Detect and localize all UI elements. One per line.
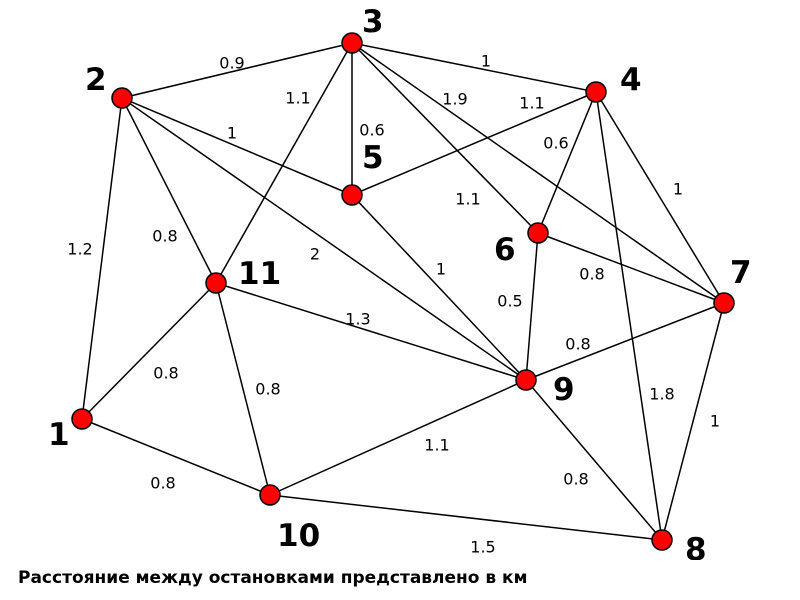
edge-weight-2-5: 1 (227, 124, 237, 143)
edge-4-7 (595, 91, 725, 304)
edge-6-7 (537, 232, 725, 304)
edge-weight-2-9: 2 (310, 245, 320, 264)
edge-9-8 (525, 379, 663, 541)
edge-4-6 (537, 91, 597, 234)
route-graph: 0.9 1 1.2 1 0.8 2 1.1 0.6 1.9 1.1 1.1 0.6 1 1.8 1 0.8 0.… (48, 4, 752, 560)
edge-7-8 (661, 302, 725, 541)
edge-11-10 (215, 282, 271, 496)
node-label-9: 9 (553, 372, 575, 408)
edge-weights-layer: 0.9 1 1.2 1 0.8 2 1.1 0.6 1.9 1.1 1.1 0.6 1 1.8 1 0.8 0.… (67, 52, 720, 557)
node-11 (205, 272, 227, 294)
edge-weight-3-7: 1.9 (442, 90, 467, 109)
edge-weight-4-6: 0.6 (543, 134, 568, 153)
edge-6-9 (525, 232, 539, 381)
edge-weight-3-4: 1 (481, 52, 491, 71)
edge-2-1 (81, 97, 123, 420)
edge-weight-4-7: 1 (673, 180, 683, 199)
edge-weight-3-5: 0.6 (359, 121, 384, 140)
node-label-3: 3 (362, 4, 384, 40)
edge-weight-10-8: 1.5 (470, 538, 495, 557)
node-9 (515, 369, 537, 391)
edge-1-10 (81, 418, 271, 496)
edge-weight-10-9: 1.1 (424, 436, 449, 455)
edge-4-8 (595, 91, 663, 541)
caption: Расстояние между остановками представлен… (18, 568, 528, 588)
node-2 (111, 87, 133, 109)
node-label-2: 2 (85, 62, 107, 98)
edge-weight-4-8: 1.8 (649, 385, 674, 404)
node-4 (585, 81, 607, 103)
edge-3-6 (351, 42, 539, 234)
edges-layer (81, 42, 725, 541)
edge-3-11 (215, 42, 353, 284)
edge-weight-2-3: 0.9 (219, 54, 244, 73)
edge-weight-7-8: 1 (710, 412, 720, 431)
edge-weight-5-9: 1 (436, 260, 446, 279)
edge-2-9 (121, 97, 527, 381)
edge-weight-1-10: 0.8 (150, 474, 175, 493)
edge-3-7 (351, 42, 725, 304)
edge-weight-6-9: 0.5 (497, 292, 522, 311)
edge-weight-2-11: 0.8 (152, 227, 177, 246)
node-8 (651, 529, 673, 551)
node-label-6: 6 (494, 232, 516, 268)
edge-weight-11-10: 0.8 (255, 380, 280, 399)
node-10 (259, 484, 281, 506)
node-5 (341, 184, 363, 206)
node-label-4: 4 (620, 62, 642, 98)
edge-weight-11-9: 1.3 (345, 310, 370, 329)
edge-11-9 (215, 282, 527, 381)
edge-2-3 (121, 42, 353, 99)
edge-7-9 (525, 302, 725, 381)
edge-4-5 (351, 91, 597, 196)
edge-weight-3-6: 1.1 (455, 190, 480, 209)
node-3 (341, 32, 363, 54)
edge-weight-4-5: 1.1 (519, 94, 544, 113)
edge-11-1 (81, 282, 217, 420)
edge-2-11 (121, 97, 217, 284)
node-7 (713, 292, 735, 314)
edge-weight-9-8: 0.8 (563, 470, 588, 489)
edge-10-8 (269, 494, 663, 541)
edge-5-9 (351, 194, 527, 381)
node-label-1: 1 (48, 417, 70, 453)
node-1 (71, 408, 93, 430)
node-6 (527, 222, 549, 244)
edge-weight-6-7: 0.8 (579, 265, 604, 284)
node-label-10: 10 (277, 518, 320, 554)
node-label-8: 8 (685, 532, 707, 560)
nodes-layer (71, 32, 735, 551)
edge-weight-7-9: 0.8 (565, 335, 590, 354)
node-label-5: 5 (362, 140, 384, 176)
edge-3-4 (351, 42, 597, 93)
edge-2-5 (121, 97, 353, 196)
edge-10-9 (269, 379, 527, 496)
node-label-7: 7 (730, 255, 752, 291)
edge-weight-3-11: 1.1 (285, 89, 310, 108)
edge-weight-11-1: 0.8 (153, 364, 178, 383)
node-label-11: 11 (238, 256, 281, 292)
edge-weight-2-1: 1.2 (67, 240, 92, 259)
